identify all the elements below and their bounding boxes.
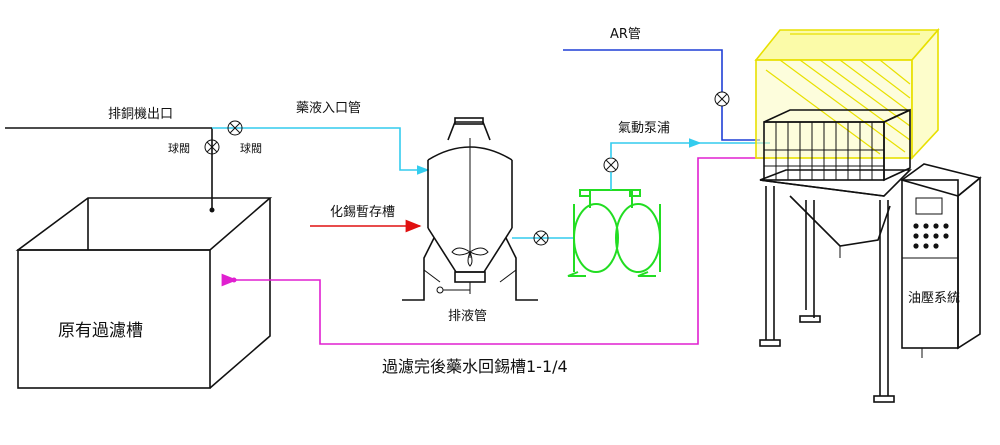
liquid-inlet-label: 藥液入口管 (296, 101, 361, 116)
hydraulic-label: 油壓系統 (908, 291, 960, 306)
filter-tank-label: 原有過濾槽 (58, 321, 143, 341)
tin-tank-label: 化錫暫存槽 (330, 205, 395, 220)
pump-outlet-pipe (610, 138, 770, 190)
copper-outlet-pipe (5, 127, 215, 213)
ball-valve-right-icon[interactable] (227, 120, 243, 136)
ar-pipe-label: AR管 (610, 27, 641, 42)
drain-pipe-label: 排液管 (448, 309, 487, 324)
return-line-label: 過濾完後藥水回錫槽1-1/4 (382, 357, 568, 376)
copper-outlet-label: 排銅機出口 (108, 107, 173, 122)
pump-inlet-valve-icon[interactable] (533, 230, 549, 246)
ar-valve-icon[interactable] (714, 91, 730, 107)
ball-valve-left-icon[interactable] (204, 139, 220, 155)
pump-outlet-valve-icon[interactable] (603, 157, 619, 173)
ar-pipe (563, 49, 760, 141)
machine-hood (754, 27, 940, 161)
storage-tank (402, 117, 538, 301)
pump-label: 氣動泵浦 (618, 121, 670, 136)
machine-frame (759, 108, 912, 403)
filter-tank (15, 197, 273, 389)
ball-valve-right-label: 球閥 (240, 141, 262, 155)
pneumatic-pump (567, 189, 661, 277)
return-line (221, 157, 770, 345)
ball-valve-left-label: 球閥 (168, 141, 190, 155)
hydraulic-cabinet (900, 163, 982, 358)
liquid-inlet-pipe (212, 127, 430, 175)
